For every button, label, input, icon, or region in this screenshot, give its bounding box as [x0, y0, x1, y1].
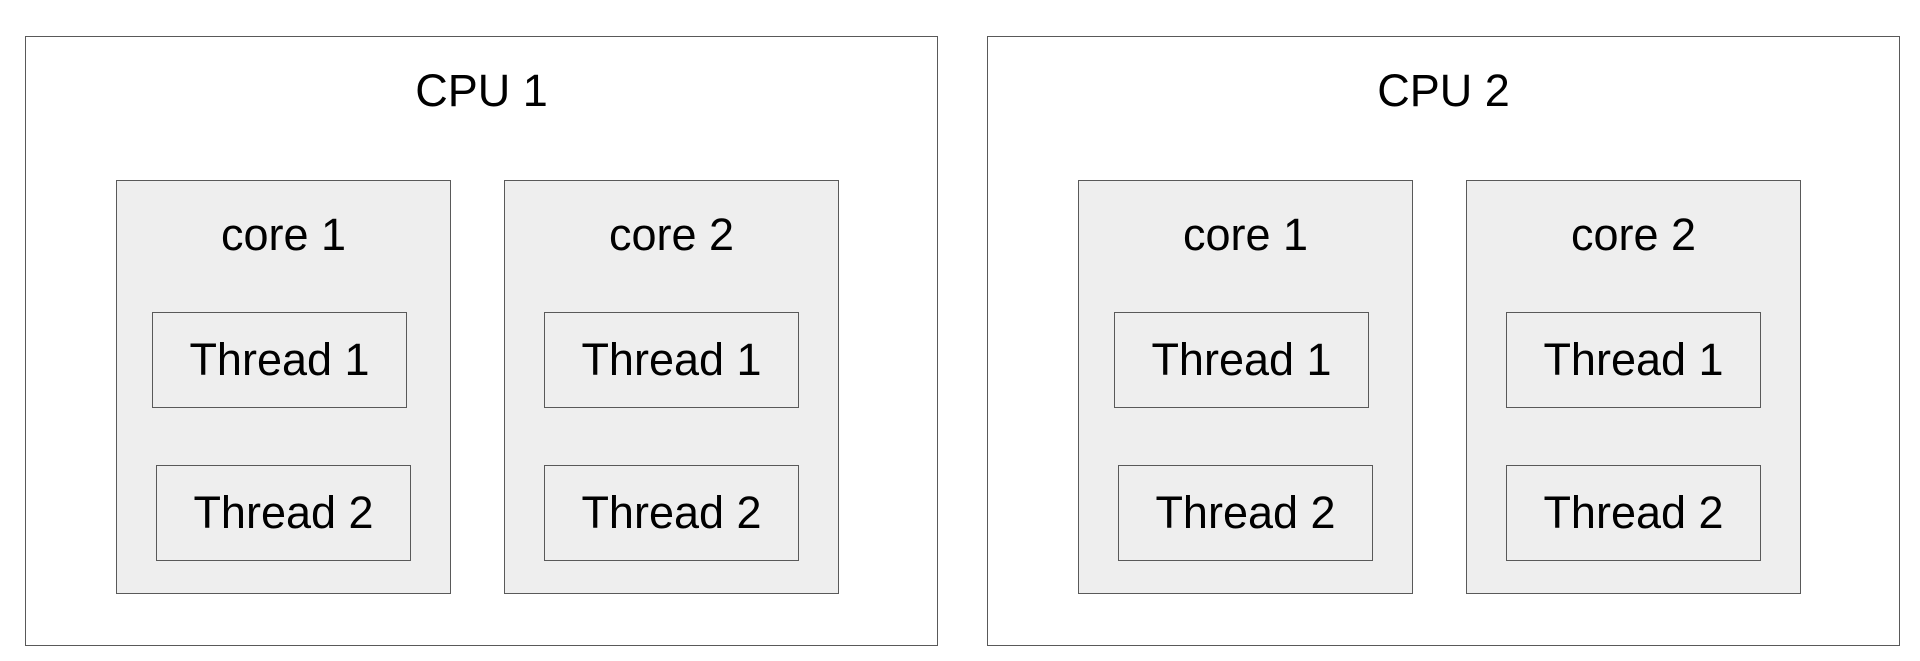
thread-box: Thread 2: [1118, 465, 1373, 561]
core-box: core 1 Thread 1 Thread 2: [1078, 180, 1413, 594]
core-label: core 2: [608, 209, 735, 260]
core-box: core 2 Thread 1 Thread 2: [1466, 180, 1801, 594]
cpu-box-1: CPU 1 core 1 Thread 1 Thread 2 core 2 Th…: [25, 36, 938, 646]
thread-box: Thread 1: [544, 312, 799, 408]
cpu-label: CPU 2: [1377, 65, 1510, 116]
thread-box: Thread 2: [156, 465, 411, 561]
cpu-box-2: CPU 2 core 1 Thread 1 Thread 2 core 2 Th…: [987, 36, 1900, 646]
core-label: core 1: [220, 209, 347, 260]
thread-box: Thread 1: [1114, 312, 1369, 408]
thread-box: Thread 1: [1506, 312, 1761, 408]
thread-box: Thread 1: [152, 312, 407, 408]
core-label: core 2: [1570, 209, 1697, 260]
thread-box: Thread 2: [544, 465, 799, 561]
core-label: core 1: [1182, 209, 1309, 260]
core-box: core 2 Thread 1 Thread 2: [504, 180, 839, 594]
thread-box: Thread 2: [1506, 465, 1761, 561]
cpu-label: CPU 1: [415, 65, 548, 116]
core-box: core 1 Thread 1 Thread 2: [116, 180, 451, 594]
